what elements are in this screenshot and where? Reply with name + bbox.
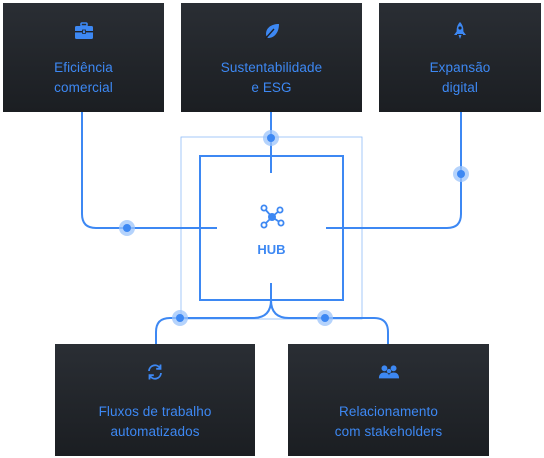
rocket-icon <box>449 20 471 42</box>
connector-bottom-right <box>270 299 389 345</box>
card-label: Sustentabilidade e ESG <box>220 60 323 95</box>
connector-dot <box>321 314 329 322</box>
refresh-icon <box>144 361 166 383</box>
connector-dot <box>267 134 275 142</box>
card-sustentabilidade-esg: Sustentabilidade e ESG <box>181 3 362 112</box>
hub-node: HUB <box>217 173 326 283</box>
connector-dot <box>123 224 131 232</box>
card-eficiencia-comercial: Eficiência comercial <box>3 3 164 112</box>
network-nodes-icon <box>258 203 286 236</box>
connector-top-right <box>324 112 462 229</box>
connector-dot <box>176 314 184 322</box>
briefcase-icon <box>73 20 95 42</box>
card-label: Expansão digital <box>429 60 491 95</box>
people-icon <box>378 361 400 383</box>
card-relacionamento-stakeholders: Relacionamento com stakeholders <box>288 344 489 456</box>
connector-dots <box>119 130 469 326</box>
leaf-icon <box>261 20 283 42</box>
connector-top-left <box>81 112 219 229</box>
card-label: Fluxos de trabalho automatizados <box>98 404 212 439</box>
hub-label: HUB <box>257 242 286 257</box>
connector-dot <box>457 170 465 178</box>
card-expansao-digital: Expansão digital <box>379 3 541 112</box>
card-fluxos-de-trabalho: Fluxos de trabalho automatizados <box>55 344 255 456</box>
card-label: Relacionamento com stakeholders <box>334 404 443 439</box>
card-label: Eficiência comercial <box>54 60 113 95</box>
connector-bottom-left <box>155 281 272 345</box>
